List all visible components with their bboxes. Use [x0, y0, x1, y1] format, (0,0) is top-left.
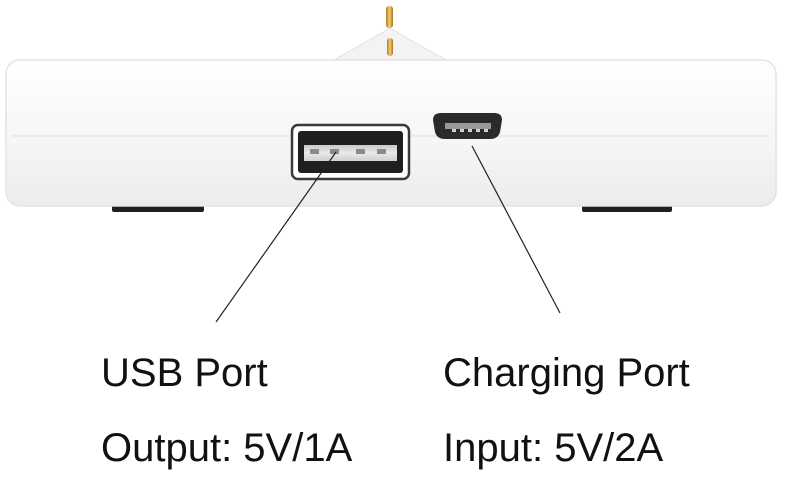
charging-port-title: Charging Port	[443, 351, 690, 395]
pogo-pins	[386, 6, 393, 56]
charging-port-spec: Input: 5V/2A	[443, 426, 664, 470]
usb-port-title: USB Port	[101, 351, 268, 395]
micro-usb-port-icon	[433, 113, 502, 139]
usb-callout-line	[215, 151, 337, 323]
usb-port-icon	[290, 123, 411, 181]
usb-port-spec: Output: 5V/1A	[101, 426, 353, 470]
charging-callout-line	[471, 145, 561, 314]
